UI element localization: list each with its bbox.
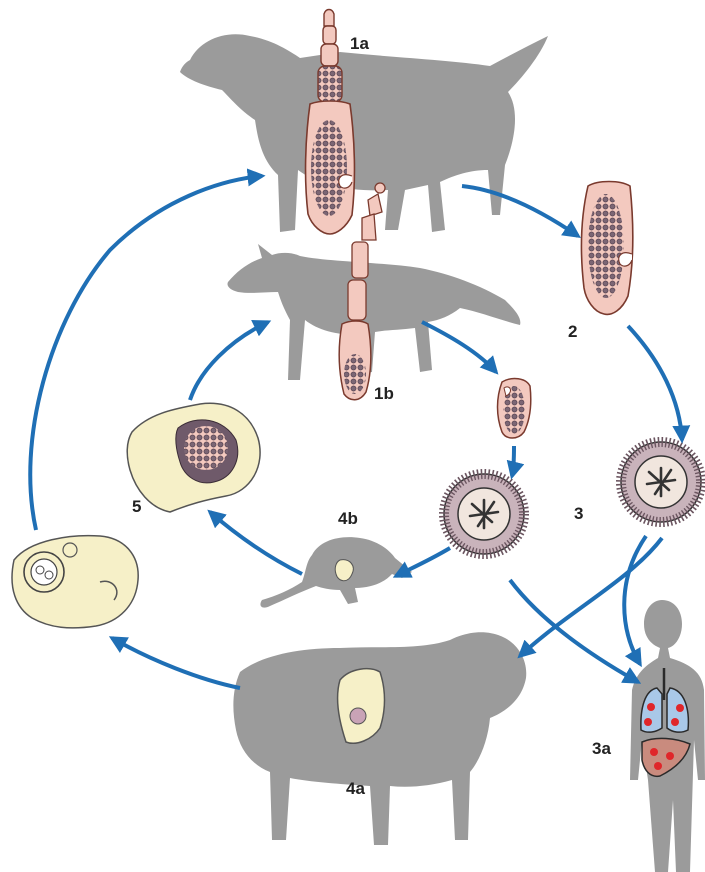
human-silhouette-icon: [630, 600, 705, 872]
tapeworm-egg-icon: [444, 474, 524, 554]
sheep-silhouette-icon: [233, 632, 526, 845]
dog-tapeworm-icon: [306, 10, 355, 235]
label-human-host: 3a: [592, 740, 611, 757]
dog-silhouette-icon: [180, 34, 548, 232]
label-dog-tapeworm: 1a: [350, 35, 369, 52]
tapeworm-egg-icon: [621, 442, 701, 522]
label-fox-tapeworm: 1b: [374, 385, 394, 402]
label-sheep-host: 4a: [346, 780, 365, 797]
label-egg: 3: [574, 505, 583, 522]
alveolar-cyst-icon: [127, 403, 260, 512]
label-cyst: 5: [132, 498, 141, 515]
hydatid-cyst-icon: [12, 536, 138, 628]
small-proglottid-icon: [498, 379, 531, 438]
mouse-silhouette-icon: [260, 537, 412, 607]
label-proglottid: 2: [568, 323, 577, 340]
sheep-liver-cyst-icon: [338, 669, 385, 744]
fox-silhouette-icon: [227, 244, 520, 380]
gravid-proglottid-icon: [581, 182, 632, 315]
label-rodent-host: 4b: [338, 510, 358, 527]
